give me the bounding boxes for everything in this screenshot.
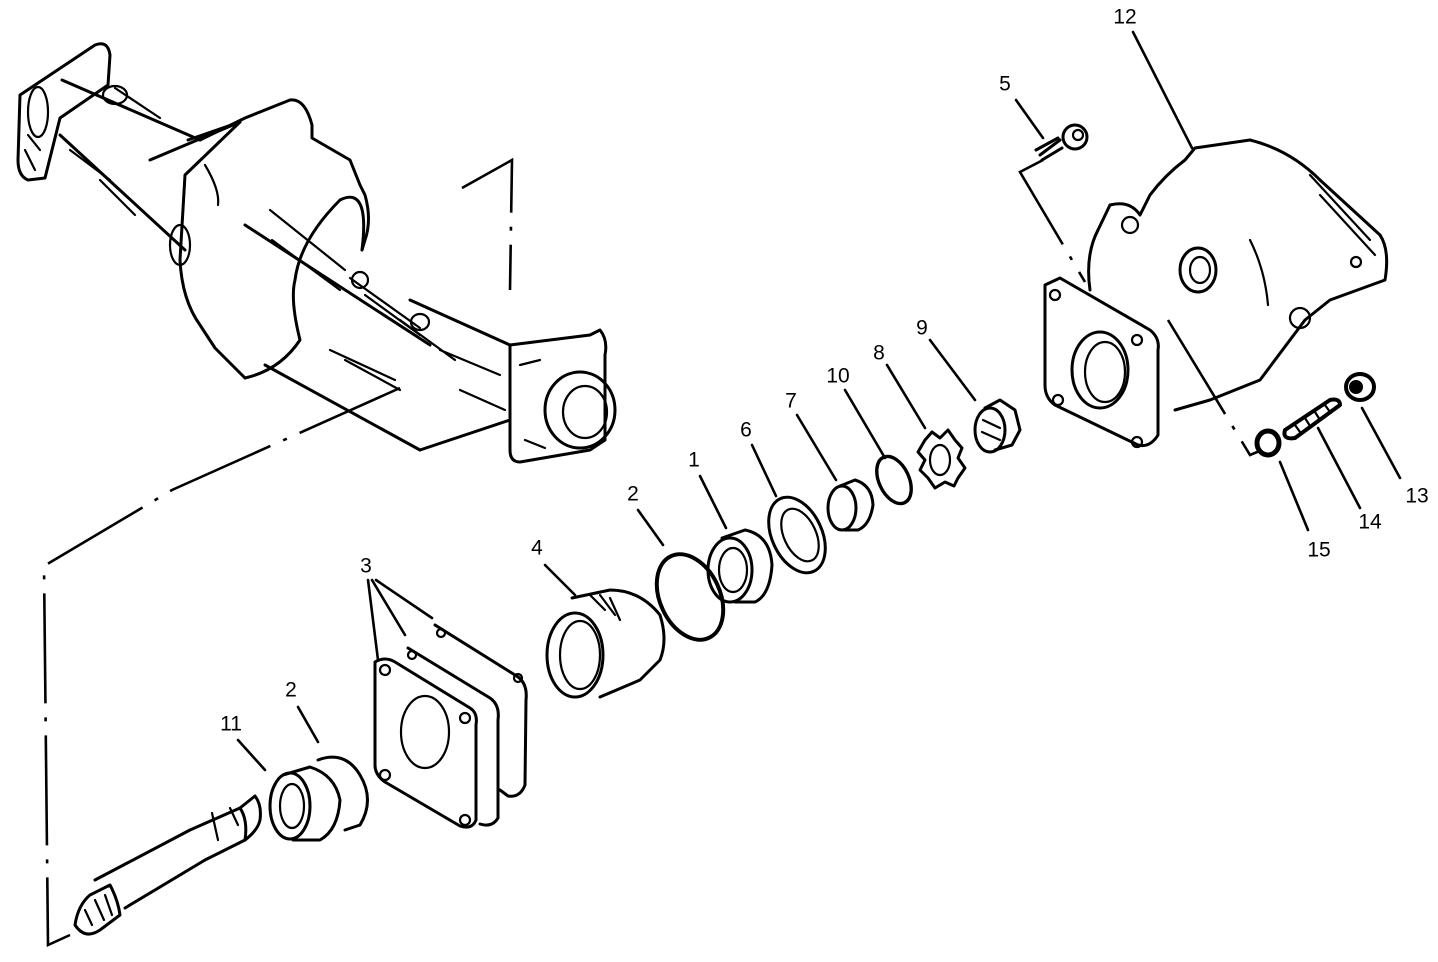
callout-1: 1: [688, 448, 700, 472]
part-15-washer: [1254, 428, 1282, 458]
phantom-line-housing-bottom: [42, 386, 401, 948]
part-5-bolt: [1034, 123, 1089, 162]
part-8-lock-washer: [916, 428, 967, 490]
callout-7: 7: [785, 389, 797, 413]
callout-5: 5: [999, 72, 1011, 96]
part-14-stud: [1282, 397, 1342, 441]
phantom-line-stud: [1166, 319, 1263, 457]
leader-lines: [236, 30, 1402, 772]
part-1-bearing: [706, 528, 774, 604]
part-7-spacer: [826, 478, 875, 532]
callout-2-lower: 2: [285, 678, 297, 702]
part-12-extension-housing: [1043, 138, 1389, 449]
callout-12: 12: [1113, 5, 1137, 29]
callout-4: 4: [531, 536, 543, 560]
part-6-seal: [767, 495, 827, 575]
callout-9: 9: [916, 316, 928, 340]
part-4-bearing-cup: [545, 588, 666, 699]
callout-11: 11: [220, 712, 242, 736]
part-3-shims: [373, 623, 528, 829]
callout-13: 13: [1405, 484, 1429, 508]
pinion-shaft: [73, 794, 262, 936]
callout-6: 6: [740, 418, 752, 442]
callout-10: 10: [826, 364, 850, 388]
callout-2-upper: 2: [627, 482, 639, 506]
callout-14: 14: [1358, 510, 1382, 534]
part-2-snap-ring-upper: [654, 552, 726, 642]
phantom-line-housing-top: [461, 157, 514, 291]
part-2-snap-ring-lower: [316, 755, 369, 832]
axle-housing: [16, 42, 617, 464]
phantom-line-bolt: [1018, 158, 1087, 283]
callout-3: 3: [360, 554, 372, 578]
part-13-nut: [1344, 372, 1376, 402]
part-11-bearing: [268, 765, 342, 842]
part-9-nut: [973, 398, 1022, 454]
callout-8: 8: [873, 341, 885, 365]
callout-15: 15: [1307, 538, 1331, 562]
part-10-ring: [875, 454, 913, 506]
